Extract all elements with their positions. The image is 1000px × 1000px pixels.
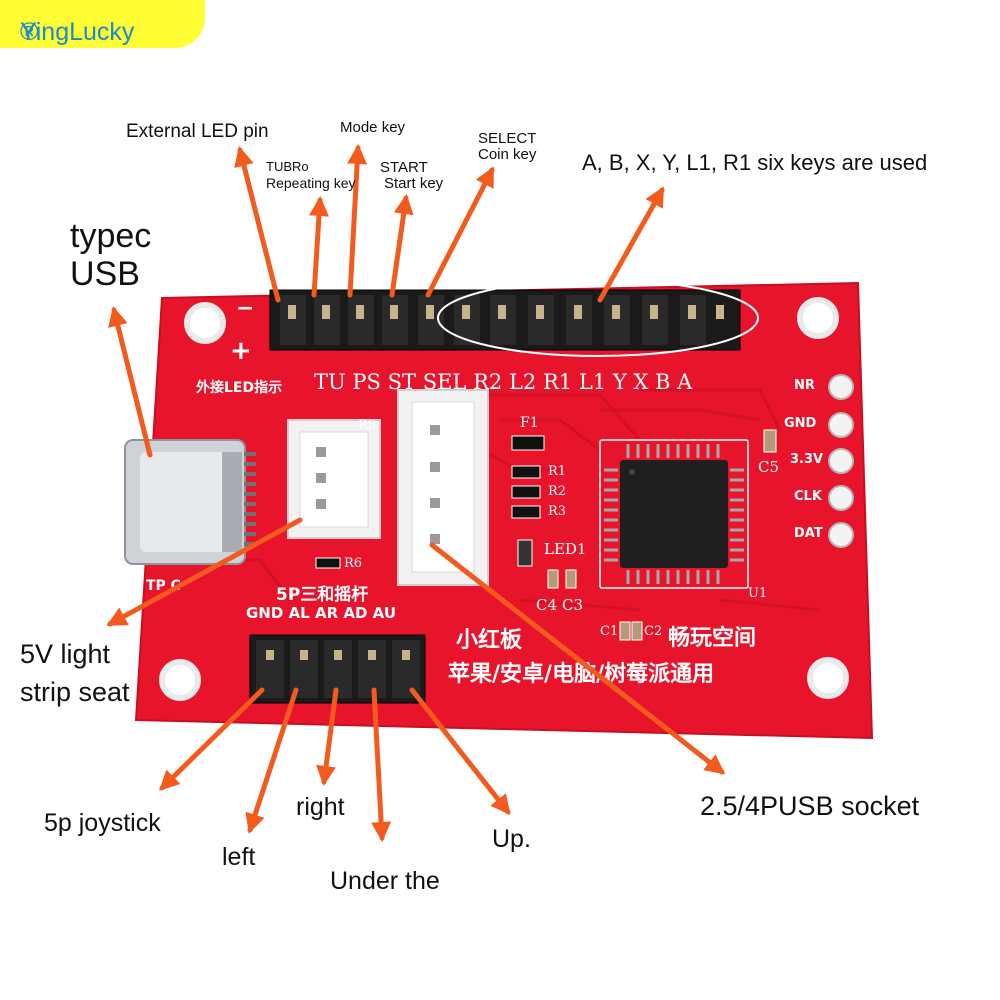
arrow-mode — [347, 144, 368, 298]
label-start-1: START — [380, 159, 428, 176]
label-typec-1: typec — [70, 217, 152, 255]
silk-pin-y: Y — [612, 370, 627, 394]
arrow-select — [425, 166, 495, 298]
silk-pin-l1: L1 — [578, 370, 607, 394]
pad-clk — [828, 485, 854, 511]
label-select-2: Coin key — [478, 146, 537, 163]
silk-gnd: GND — [784, 416, 817, 431]
silk-ext-led: 外接LED指示 — [196, 380, 283, 396]
silk-f1: F1 — [520, 415, 539, 431]
silk-c1: C1 — [600, 624, 619, 639]
mount-hole — [807, 657, 849, 699]
mount-hole — [797, 297, 839, 339]
silk-pin-r1: R1 — [542, 370, 573, 394]
silk-r3: R3 — [548, 504, 567, 519]
label-six-keys: A, B, X, Y, L1, R1 six keys are used — [582, 150, 928, 175]
silk-joy-gnd: GND — [246, 604, 284, 622]
label-left: left — [222, 843, 256, 871]
silk-pin-ps: PS — [352, 370, 381, 394]
pcb-board — [134, 281, 874, 740]
silk-pin-x: X — [633, 370, 649, 394]
silk-r2: R2 — [548, 484, 567, 499]
silk-compat: 苹果/安卓/电脑/树莓派通用 — [448, 662, 715, 687]
smd-components — [315, 429, 777, 641]
silk-joystick-title: 5P三和摇杆 — [276, 585, 369, 605]
arrow-gnd — [159, 687, 265, 791]
label-mode-key: Mode key — [340, 119, 406, 136]
silk-joy-ad: AD — [343, 604, 368, 622]
silk-joystick-pins: GND AL AR AD AU — [246, 604, 396, 622]
silk-u1: U1 — [748, 586, 768, 601]
silk-3v3: 3.3V — [790, 452, 824, 467]
brand-name: YingLucky — [20, 18, 135, 46]
silk-led1: LED1 — [544, 540, 587, 558]
silk-c3: C3 — [562, 596, 584, 614]
silk-c2: C2 — [644, 624, 663, 639]
arrow-left — [245, 687, 299, 834]
silk-r6: R6 — [344, 556, 363, 571]
silk-pin-tu: TU — [314, 370, 346, 394]
label-usb-socket: 2.5/4PUSB socket — [700, 791, 920, 821]
arrow-light-strip — [106, 517, 303, 627]
silk-pin-labels: TU PS ST SEL R2 L2 R1 L1 Y X B A — [314, 370, 692, 394]
pad-3v3 — [828, 448, 854, 474]
label-light-2: strip seat — [20, 677, 130, 707]
registered-mark: ® — [20, 18, 39, 46]
label-typec-2: USB — [70, 255, 140, 293]
silk-board-name: 小红板 — [456, 628, 523, 653]
silk-r1: R1 — [548, 464, 567, 479]
label-under: Under the — [330, 867, 440, 895]
arrow-typec — [108, 306, 153, 458]
arrow-usb-socket — [429, 542, 726, 775]
silk-r5: R5 — [358, 418, 377, 433]
silk-joy-ar: AR — [314, 604, 339, 622]
brand-badge: YingLucky® — [0, 0, 205, 48]
silk-dat: DAT — [794, 526, 823, 541]
silk-joy-au: AU — [372, 604, 396, 622]
silk-pin-r2: R2 — [473, 370, 503, 394]
silk-joy-al: AL — [288, 604, 310, 622]
label-external-led: External LED pin — [126, 121, 269, 142]
arrow-up — [409, 687, 511, 816]
silk-minus: − — [236, 296, 255, 321]
arrow-under — [371, 687, 392, 842]
pad-gnd — [828, 412, 854, 438]
label-light-1: 5V light — [20, 639, 111, 669]
mount-hole — [184, 302, 226, 344]
label-select-1: SELECT — [478, 130, 537, 147]
silk-board-slogan: 畅玩空间 — [668, 626, 757, 651]
pad-dat — [828, 522, 854, 548]
label-turbo-2: Repeating key — [266, 175, 356, 191]
silk-c4: C4 — [536, 596, 558, 614]
microcontroller-chip — [599, 439, 749, 589]
arrow-external-led — [234, 146, 281, 303]
silk-pin-l2: L2 — [508, 370, 537, 394]
label-start-2: Start key — [384, 175, 444, 192]
silk-pin-a: A — [677, 370, 693, 394]
arrow-turbo — [309, 196, 329, 298]
arrow-six-keys — [597, 186, 665, 303]
silk-nr: NR — [794, 378, 815, 393]
silk-pin-sel: SEL — [422, 370, 467, 394]
silk-clk: CLK — [794, 489, 822, 504]
arrow-start — [389, 194, 414, 298]
silk-plus: + — [230, 336, 252, 366]
label-joystick: 5p joystick — [44, 809, 161, 837]
silk-pin-st: ST — [387, 370, 417, 394]
six-keys-highlight — [437, 279, 759, 357]
silk-c5: C5 — [758, 458, 780, 476]
label-up: Up. — [492, 825, 531, 853]
pad-nr — [828, 374, 854, 400]
mount-hole — [159, 659, 201, 701]
label-right: right — [296, 793, 345, 821]
label-turbo-1: TUBRo — [266, 159, 309, 174]
silk-pin-b: B — [655, 370, 671, 394]
arrow-right — [316, 687, 339, 786]
